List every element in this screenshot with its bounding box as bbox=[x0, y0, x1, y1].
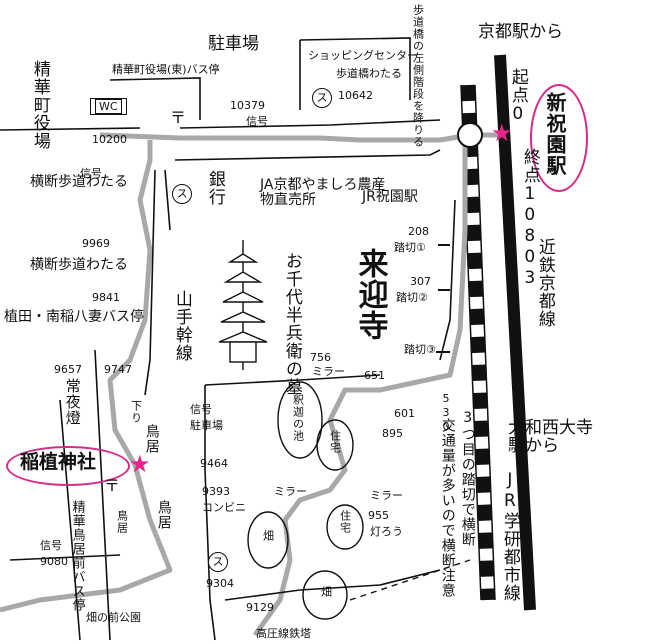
end-point-label: 終点10803 bbox=[519, 148, 540, 289]
yamate-line-label: 山手幹線 bbox=[171, 290, 192, 362]
field-1-label: 畑 bbox=[261, 530, 275, 542]
distance-756: 756 bbox=[310, 351, 331, 364]
park-label: 畑の前公園 bbox=[86, 611, 141, 624]
ueda-bus-label: 植田・南稲八妻バス停 bbox=[4, 309, 144, 325]
seika-office-label: 精華町役場 bbox=[29, 60, 50, 150]
wc-icon: WC bbox=[90, 98, 127, 115]
house-1-label: 住宅 bbox=[328, 430, 342, 454]
field-2-label: 畑 bbox=[319, 586, 333, 598]
distance-10200: 10200 bbox=[92, 133, 127, 146]
hanbei-tomb-label: お千代半兵衛の墓 bbox=[281, 252, 302, 396]
bus-parking-label: 駐車場 bbox=[190, 419, 223, 432]
distance-955: 955 bbox=[368, 509, 389, 522]
torii-2-label: 鳥居 bbox=[115, 510, 129, 534]
torii-1-label: 鳥居 bbox=[143, 424, 160, 454]
torii-3-label: 鳥居 bbox=[155, 500, 172, 530]
mirror-label-2: ミラー bbox=[370, 489, 403, 502]
post-office-icon-2: 〒 bbox=[104, 476, 121, 495]
distance-651: 651 bbox=[364, 369, 385, 382]
kintetsu-station-marker bbox=[457, 122, 483, 148]
shrine-pond-label: 釈迦の池 bbox=[291, 394, 305, 442]
inaue-shrine-oval: 稲植神社 bbox=[6, 446, 130, 486]
parking-top-label: 駐車場 bbox=[208, 34, 259, 54]
distance-9747: 9747 bbox=[104, 363, 132, 376]
lamp-label: 灯ろう bbox=[370, 525, 403, 538]
distance-530: 530 bbox=[439, 392, 453, 434]
roads bbox=[0, 37, 456, 641]
ja-bank-label: JA京都やましろ農産物直売所 bbox=[260, 177, 386, 208]
distance-9304: 9304 bbox=[206, 577, 234, 590]
shinhoribana-station-oval: 新祝園駅 bbox=[530, 84, 588, 192]
jr-gakken-label: JR学研都市線 bbox=[499, 470, 520, 602]
inaue-shrine-label: 稲植神社 bbox=[20, 451, 97, 473]
distance-307: 307 bbox=[410, 275, 431, 288]
shrine-pond-shape bbox=[277, 381, 323, 459]
crossing-3-label: 踏切③ bbox=[404, 343, 436, 356]
shopping-center-label: ショッピングセンター bbox=[308, 49, 418, 62]
distance-9464: 9464 bbox=[200, 457, 228, 470]
pagoda-icon bbox=[218, 240, 268, 370]
seika-bus-label: 精華鳥居前バス停 bbox=[69, 500, 85, 612]
distance-601: 601 bbox=[394, 407, 415, 420]
tower-label: 高圧線鉄塔 bbox=[256, 627, 311, 640]
kintetsu-line-label: 近鉄京都線 bbox=[534, 238, 555, 328]
down-label: 下り bbox=[129, 400, 143, 424]
distance-10642: 10642 bbox=[338, 89, 373, 102]
field-shape-2 bbox=[302, 570, 348, 620]
crossing-markers bbox=[436, 244, 450, 353]
post-office-icon-1: 〒 bbox=[170, 108, 187, 127]
distance-9841: 9841 bbox=[92, 291, 120, 304]
mirror-label-1: ミラー bbox=[312, 365, 345, 378]
signal-torii-label: 信号 bbox=[190, 403, 212, 416]
distance-9969: 9969 bbox=[82, 237, 110, 250]
circle-su-icon-3: ス bbox=[208, 552, 228, 572]
star-icon-shrine: ★ bbox=[129, 450, 151, 478]
crossing-2-label: 踏切② bbox=[396, 291, 428, 304]
shinhoribana-station-label: 新祝園駅 bbox=[543, 92, 567, 176]
yamato-saidaiji-label: 大和西大寺駅から bbox=[508, 418, 593, 456]
distance-9129: 9129 bbox=[246, 601, 274, 614]
joyato-label: 常夜燈 bbox=[63, 378, 82, 426]
house-shape-2 bbox=[326, 504, 364, 550]
field-shape-1 bbox=[247, 511, 289, 569]
signal-crossing-2-label: 横断歩道わたる bbox=[30, 257, 128, 273]
seika-office-bus-label: 精華町役場(東)バス停 bbox=[112, 63, 220, 76]
house-shape-1 bbox=[316, 419, 354, 471]
kyoto-from-label: 京都駅から bbox=[478, 22, 563, 42]
mirror-label-3: ミラー bbox=[274, 485, 307, 498]
convenience-label: コンビニ bbox=[202, 501, 246, 514]
footbridge-label: 歩道橋わたる bbox=[336, 67, 402, 80]
traffic-warning-label: 交通量が多いので横断注意 bbox=[439, 418, 456, 598]
rail-crossing-warning-label: 3つ目の踏切で横断 bbox=[459, 410, 476, 547]
star-icon-kintetsu: ★ bbox=[491, 119, 513, 147]
signal-kotoku-label: 信号 bbox=[80, 167, 102, 180]
jr-hoso-label: JR祝園駅 bbox=[362, 189, 418, 205]
signal-1-label: 信号 bbox=[246, 115, 268, 128]
distance-9657: 9657 bbox=[54, 363, 82, 376]
bank-label: 銀行 bbox=[204, 170, 225, 206]
distance-208: 208 bbox=[408, 225, 429, 238]
signal-bus-label: 信号 bbox=[40, 539, 62, 552]
circle-su-icon: ス bbox=[312, 88, 332, 108]
stairs-note: 歩道橋の左側階段を降りる bbox=[411, 4, 425, 148]
circle-su-icon-2: ス bbox=[172, 184, 192, 204]
start-point-label: 起点0 bbox=[507, 68, 528, 125]
kintetsu-track bbox=[494, 54, 536, 611]
distance-895: 895 bbox=[382, 427, 403, 440]
crossing-1-label: 踏切① bbox=[394, 241, 426, 254]
signal-crossing-label: 横断歩道わたる bbox=[30, 174, 128, 190]
distance-10379: 10379 bbox=[230, 99, 265, 112]
distance-9393: 9393 bbox=[202, 485, 230, 498]
distance-9080: 9080 bbox=[40, 555, 68, 568]
raigo-ji-label: 来迎寺 bbox=[352, 248, 388, 341]
house-2-label: 住宅 bbox=[338, 510, 352, 534]
